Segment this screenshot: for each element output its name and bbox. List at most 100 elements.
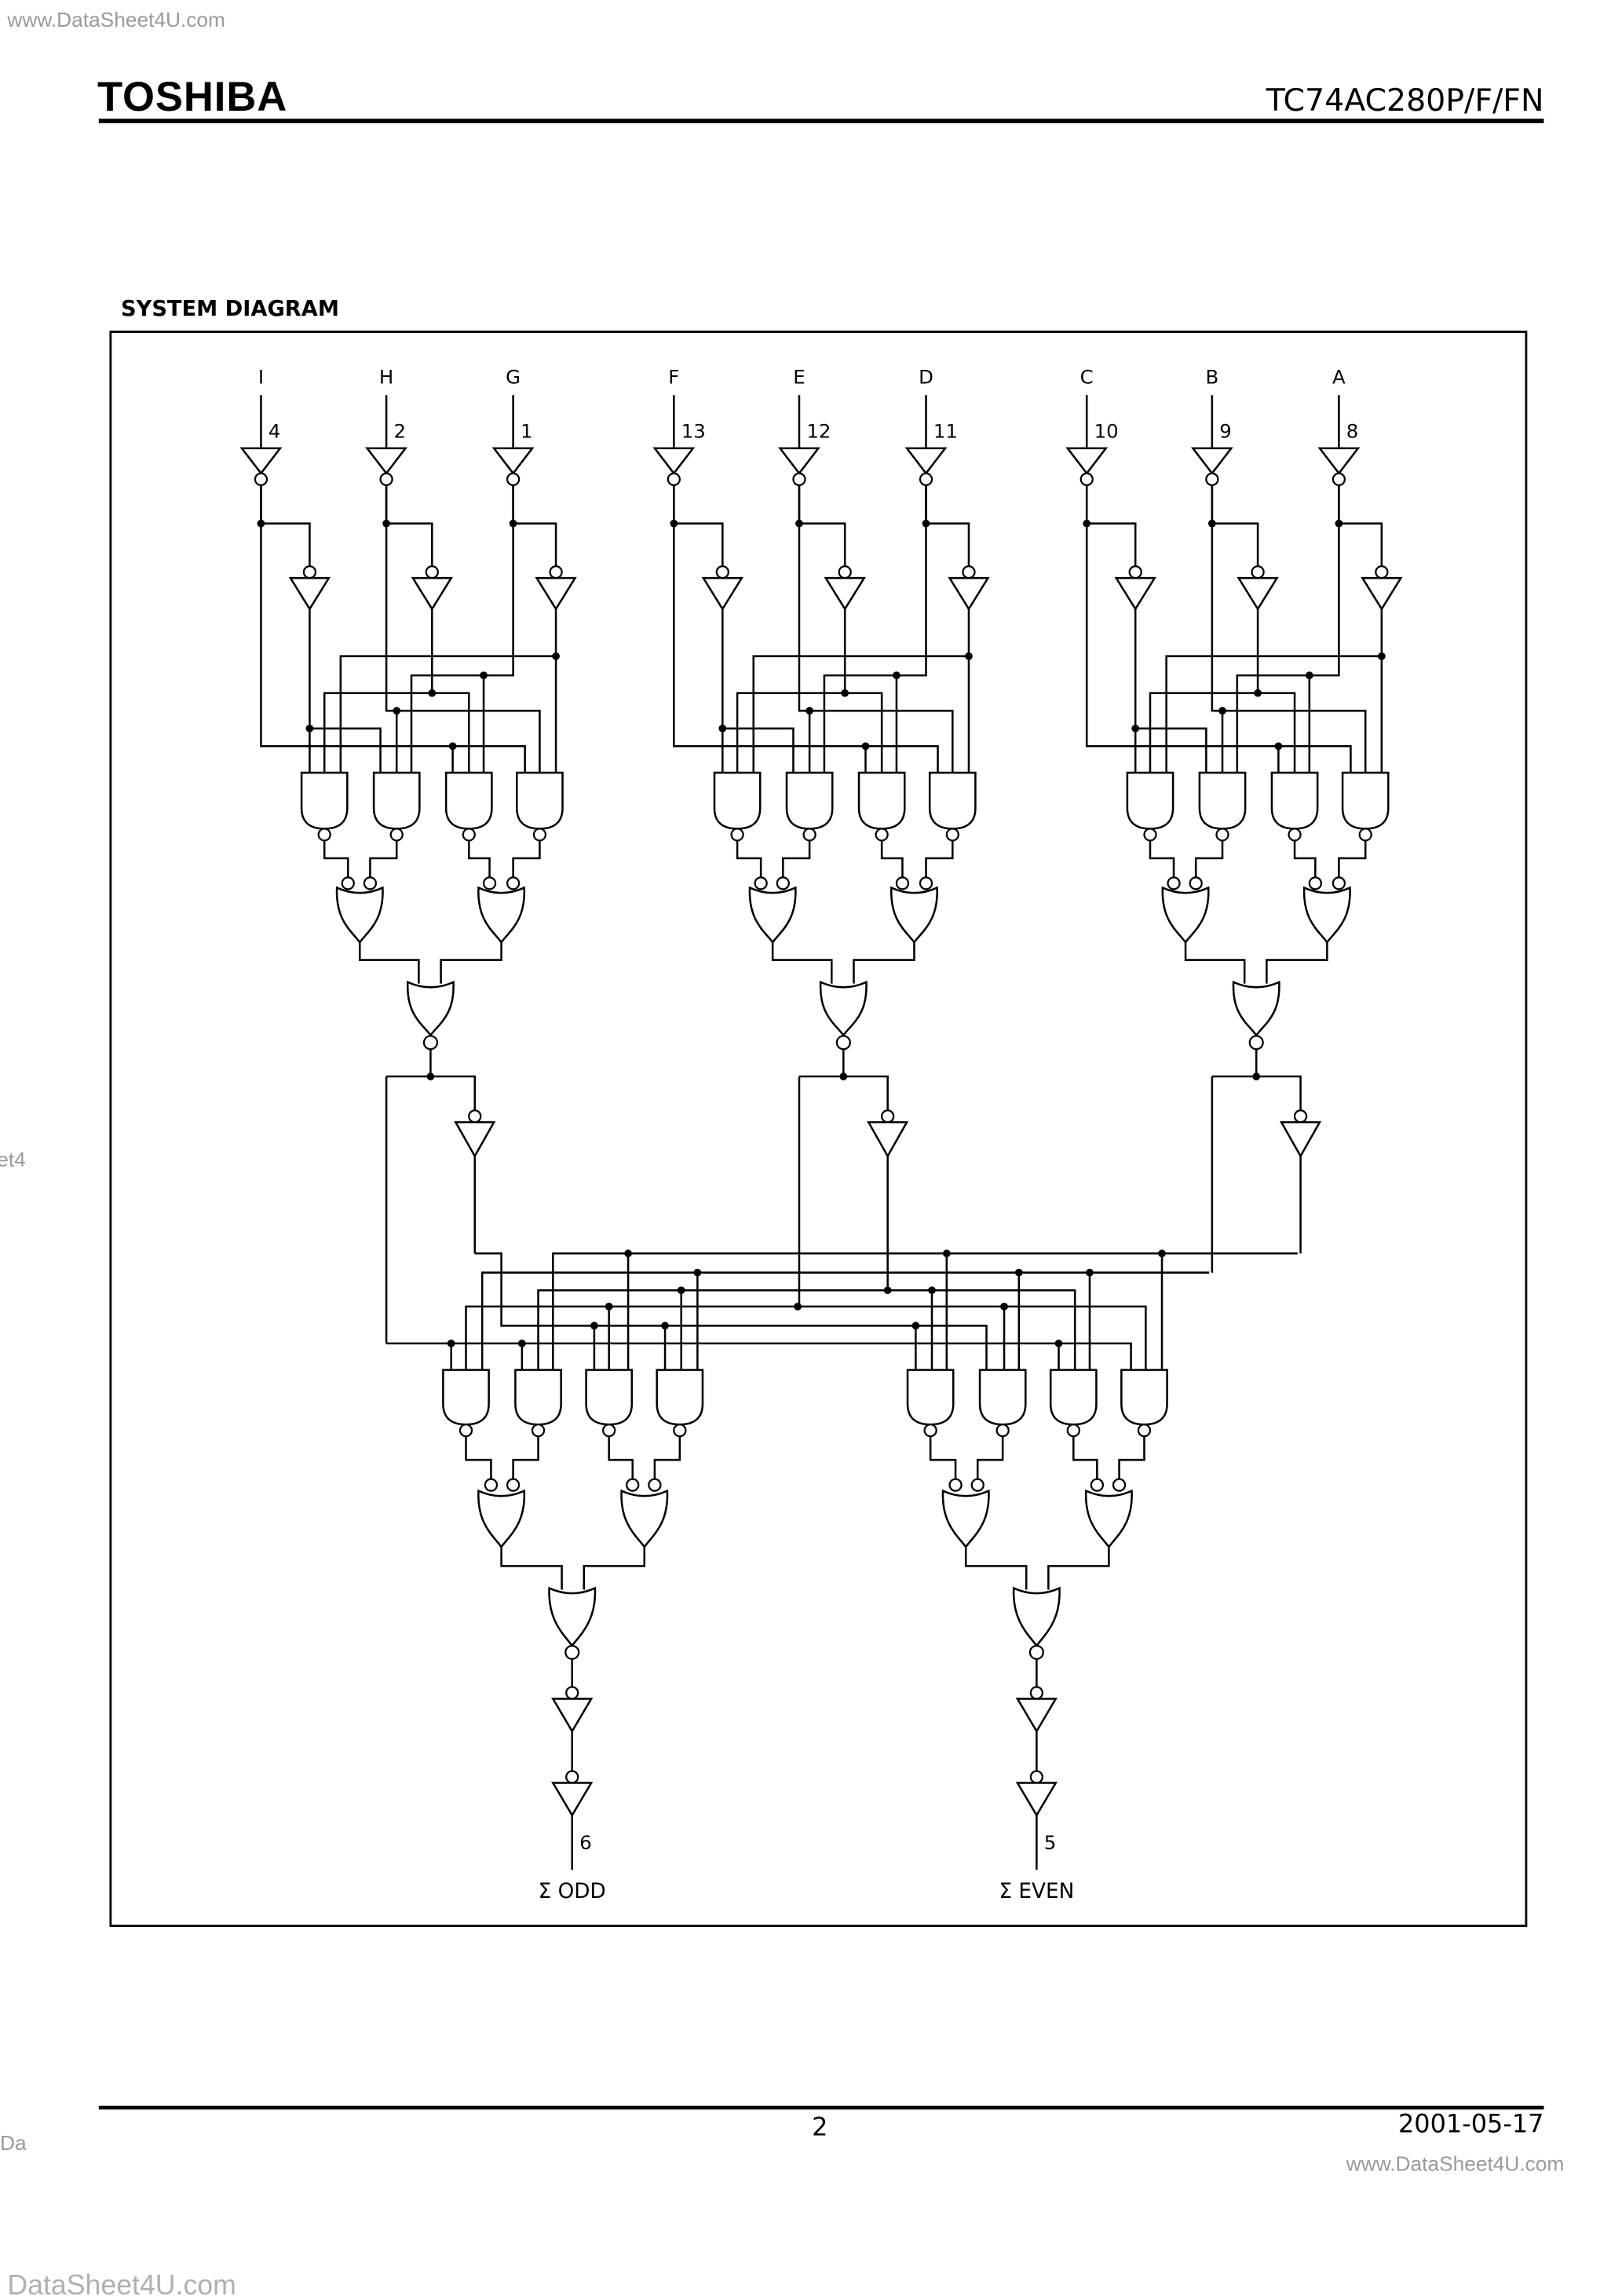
input-label: G — [506, 365, 521, 388]
input-label: C — [1080, 365, 1094, 388]
inversion-bubble — [389, 828, 404, 842]
wire — [798, 1075, 889, 1111]
wire — [1047, 1546, 1110, 1590]
inversion-bubble — [1143, 828, 1157, 842]
wire — [673, 484, 939, 773]
inverter-triangle — [491, 447, 535, 475]
footer-rule — [98, 2105, 1544, 2110]
inverter-triangle — [551, 1698, 594, 1734]
wire — [964, 1546, 1028, 1590]
wire — [386, 1075, 477, 1111]
output-label: Σ ODD — [539, 1880, 606, 1903]
input-label: A — [1332, 365, 1346, 388]
inverter-triangle — [867, 1121, 909, 1158]
pin-number: 8 — [1346, 420, 1359, 443]
pin-number: 2 — [393, 420, 406, 443]
inversion-bubble — [565, 1686, 579, 1700]
toshiba-logo: TOSHIBA — [97, 74, 287, 120]
wire — [853, 942, 915, 984]
wire — [1087, 522, 1137, 567]
wire — [752, 655, 969, 773]
inversion-bubble — [1248, 1035, 1264, 1051]
inversion-bubble — [1251, 565, 1265, 579]
or-gate — [1232, 980, 1280, 1037]
wire — [929, 1436, 957, 1479]
wire — [512, 840, 541, 878]
watermark-left-bottom: Da — [0, 2131, 27, 2155]
inversion-bubble — [302, 565, 317, 579]
or-gate — [941, 1489, 990, 1549]
inversion-bubble — [1215, 828, 1229, 842]
inversion-bubble — [715, 565, 729, 579]
inverter-triangle — [1015, 1782, 1058, 1818]
input-label: D — [919, 365, 933, 388]
inverter-triangle — [1065, 447, 1109, 475]
wire — [798, 522, 846, 567]
inverter-triangle — [365, 447, 408, 475]
nand-gate — [785, 771, 834, 830]
pin-number: 4 — [269, 420, 281, 443]
inversion-bubble — [363, 876, 378, 890]
inversion-bubble — [317, 828, 331, 842]
wire — [261, 522, 311, 567]
nand-gate — [857, 771, 906, 830]
wire — [512, 1436, 539, 1479]
wire — [674, 522, 724, 567]
wire — [386, 1342, 1132, 1370]
wire — [1149, 692, 1296, 773]
wire — [465, 1305, 1147, 1370]
junction-dot — [794, 1302, 802, 1311]
inversion-bubble — [1029, 1686, 1044, 1700]
inverter-triangle — [1317, 447, 1361, 475]
or-gate — [1161, 886, 1210, 945]
nand-gate — [978, 1369, 1027, 1426]
or-gate — [548, 1586, 597, 1647]
nand-gate — [1198, 771, 1247, 830]
wire — [1293, 840, 1317, 878]
inversion-bubble — [602, 1423, 616, 1438]
inversion-bubble — [532, 828, 547, 842]
inversion-bubble — [648, 1478, 662, 1492]
inversion-bubble — [792, 472, 806, 486]
inversion-bubble — [506, 1478, 521, 1492]
or-gate — [819, 980, 868, 1037]
wire — [1211, 1075, 1302, 1111]
inverter-triangle — [1015, 1698, 1058, 1734]
watermark-bottom-right: www.DataSheet4U.com — [1346, 2152, 1565, 2175]
inversion-bubble — [895, 876, 910, 890]
wire — [608, 1436, 634, 1479]
inverter-triangle — [454, 1121, 496, 1158]
inversion-bubble — [341, 876, 355, 890]
inversion-bubble — [962, 565, 976, 579]
nand-gate — [1120, 1369, 1168, 1426]
inversion-bubble — [506, 472, 521, 486]
pin-number: 1 — [521, 420, 533, 443]
pin-number: 13 — [681, 420, 706, 443]
wire — [467, 840, 491, 878]
wire — [736, 692, 883, 773]
or-gate — [477, 886, 525, 945]
inversion-bubble — [1128, 565, 1142, 579]
wire — [323, 840, 349, 878]
wire — [926, 522, 970, 567]
inversion-bubble — [919, 472, 933, 486]
inversion-bubble — [1308, 876, 1322, 890]
wire — [583, 1546, 646, 1590]
nand-gate — [713, 771, 762, 830]
inversion-bubble — [1332, 472, 1346, 486]
inversion-bubble — [730, 828, 744, 842]
inversion-bubble — [919, 876, 933, 890]
watermark-top-left: www.DataSheet4U.com — [6, 8, 225, 31]
inversion-bubble — [881, 1109, 895, 1124]
nand-gate — [585, 1369, 634, 1426]
output-label: Σ EVEN — [999, 1880, 1074, 1903]
or-gate — [335, 886, 384, 945]
inversion-bubble — [1137, 1423, 1152, 1438]
inverter-triangle — [288, 576, 331, 612]
wire — [1118, 1436, 1145, 1479]
inversion-bubble — [1080, 472, 1094, 486]
inverter-triangle — [1114, 576, 1156, 612]
wire — [798, 484, 954, 773]
input-label: I — [258, 365, 264, 388]
section-title: SYSTEM DIAGRAM — [121, 297, 339, 321]
